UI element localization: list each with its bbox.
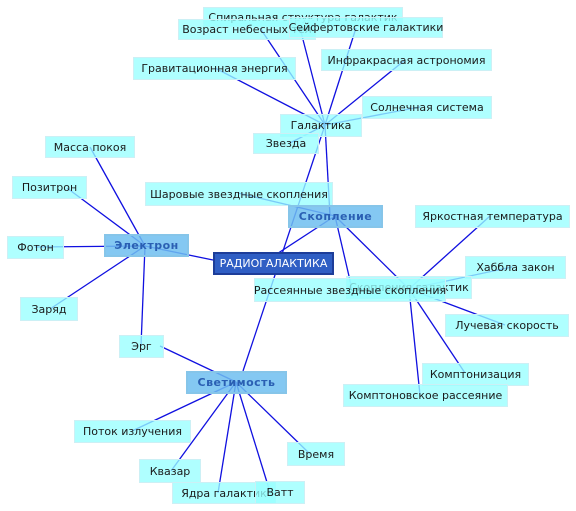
node-galaxy-nuclei[interactable]: Ядра галактик (172, 482, 276, 504)
link-line (408, 288, 421, 396)
node-globular-clusters[interactable]: Шаровые звездные скопления (145, 182, 333, 206)
node-open-clusters[interactable]: Рассеянные звездные скопления (254, 278, 446, 302)
node-compton-scattering[interactable]: Комптоновское рассеяние (343, 384, 508, 407)
node-erg[interactable]: Эрг (119, 335, 164, 358)
node-galaxy[interactable]: Галактика (280, 114, 362, 137)
node-radial-velocity[interactable]: Лучевая скорость (445, 314, 569, 337)
node-star[interactable]: Звезда (253, 133, 319, 154)
node-grav-energy[interactable]: Гравитационная энергия (133, 57, 296, 80)
link-line (242, 124, 326, 372)
node-radiation-flux[interactable]: Поток излучения (74, 420, 191, 443)
link-line (324, 27, 357, 126)
link-line (299, 27, 326, 126)
node-watt[interactable]: Ватт (255, 481, 305, 504)
node-ir-astronomy[interactable]: Инфракрасная астрономия (321, 49, 492, 71)
node-seyfert-galaxies[interactable]: Сейфертовские галактики (289, 17, 443, 38)
node-cluster[interactable]: Скопление (288, 205, 383, 228)
node-rest-mass[interactable]: Масса покоя (45, 136, 135, 158)
node-comptonization[interactable]: Комптонизация (422, 363, 529, 386)
link-line (140, 245, 146, 347)
node-radiogalaxy[interactable]: РАДИОГАЛАКТИКА (213, 252, 334, 275)
node-brightness-temperature[interactable]: Яркостная температура (415, 205, 570, 228)
node-sky-age[interactable]: Возраст небесных тел (178, 19, 316, 40)
link-line (217, 381, 237, 494)
link-line (408, 288, 466, 374)
node-electron[interactable]: Электрон (104, 234, 189, 257)
node-solar-system[interactable]: Солнечная система (362, 96, 492, 119)
node-photon[interactable]: Фотон (7, 236, 64, 259)
node-quasar[interactable]: Квазар (139, 459, 201, 483)
node-charge[interactable]: Заряд (20, 297, 78, 321)
node-hubble-law[interactable]: Хаббла закон (465, 256, 566, 279)
node-luminosity[interactable]: Светимость (186, 371, 287, 394)
node-positron[interactable]: Позитрон (12, 176, 87, 199)
link-line (89, 146, 146, 247)
link-line (170, 381, 237, 472)
link-line (235, 381, 271, 493)
node-time[interactable]: Время (287, 442, 345, 466)
